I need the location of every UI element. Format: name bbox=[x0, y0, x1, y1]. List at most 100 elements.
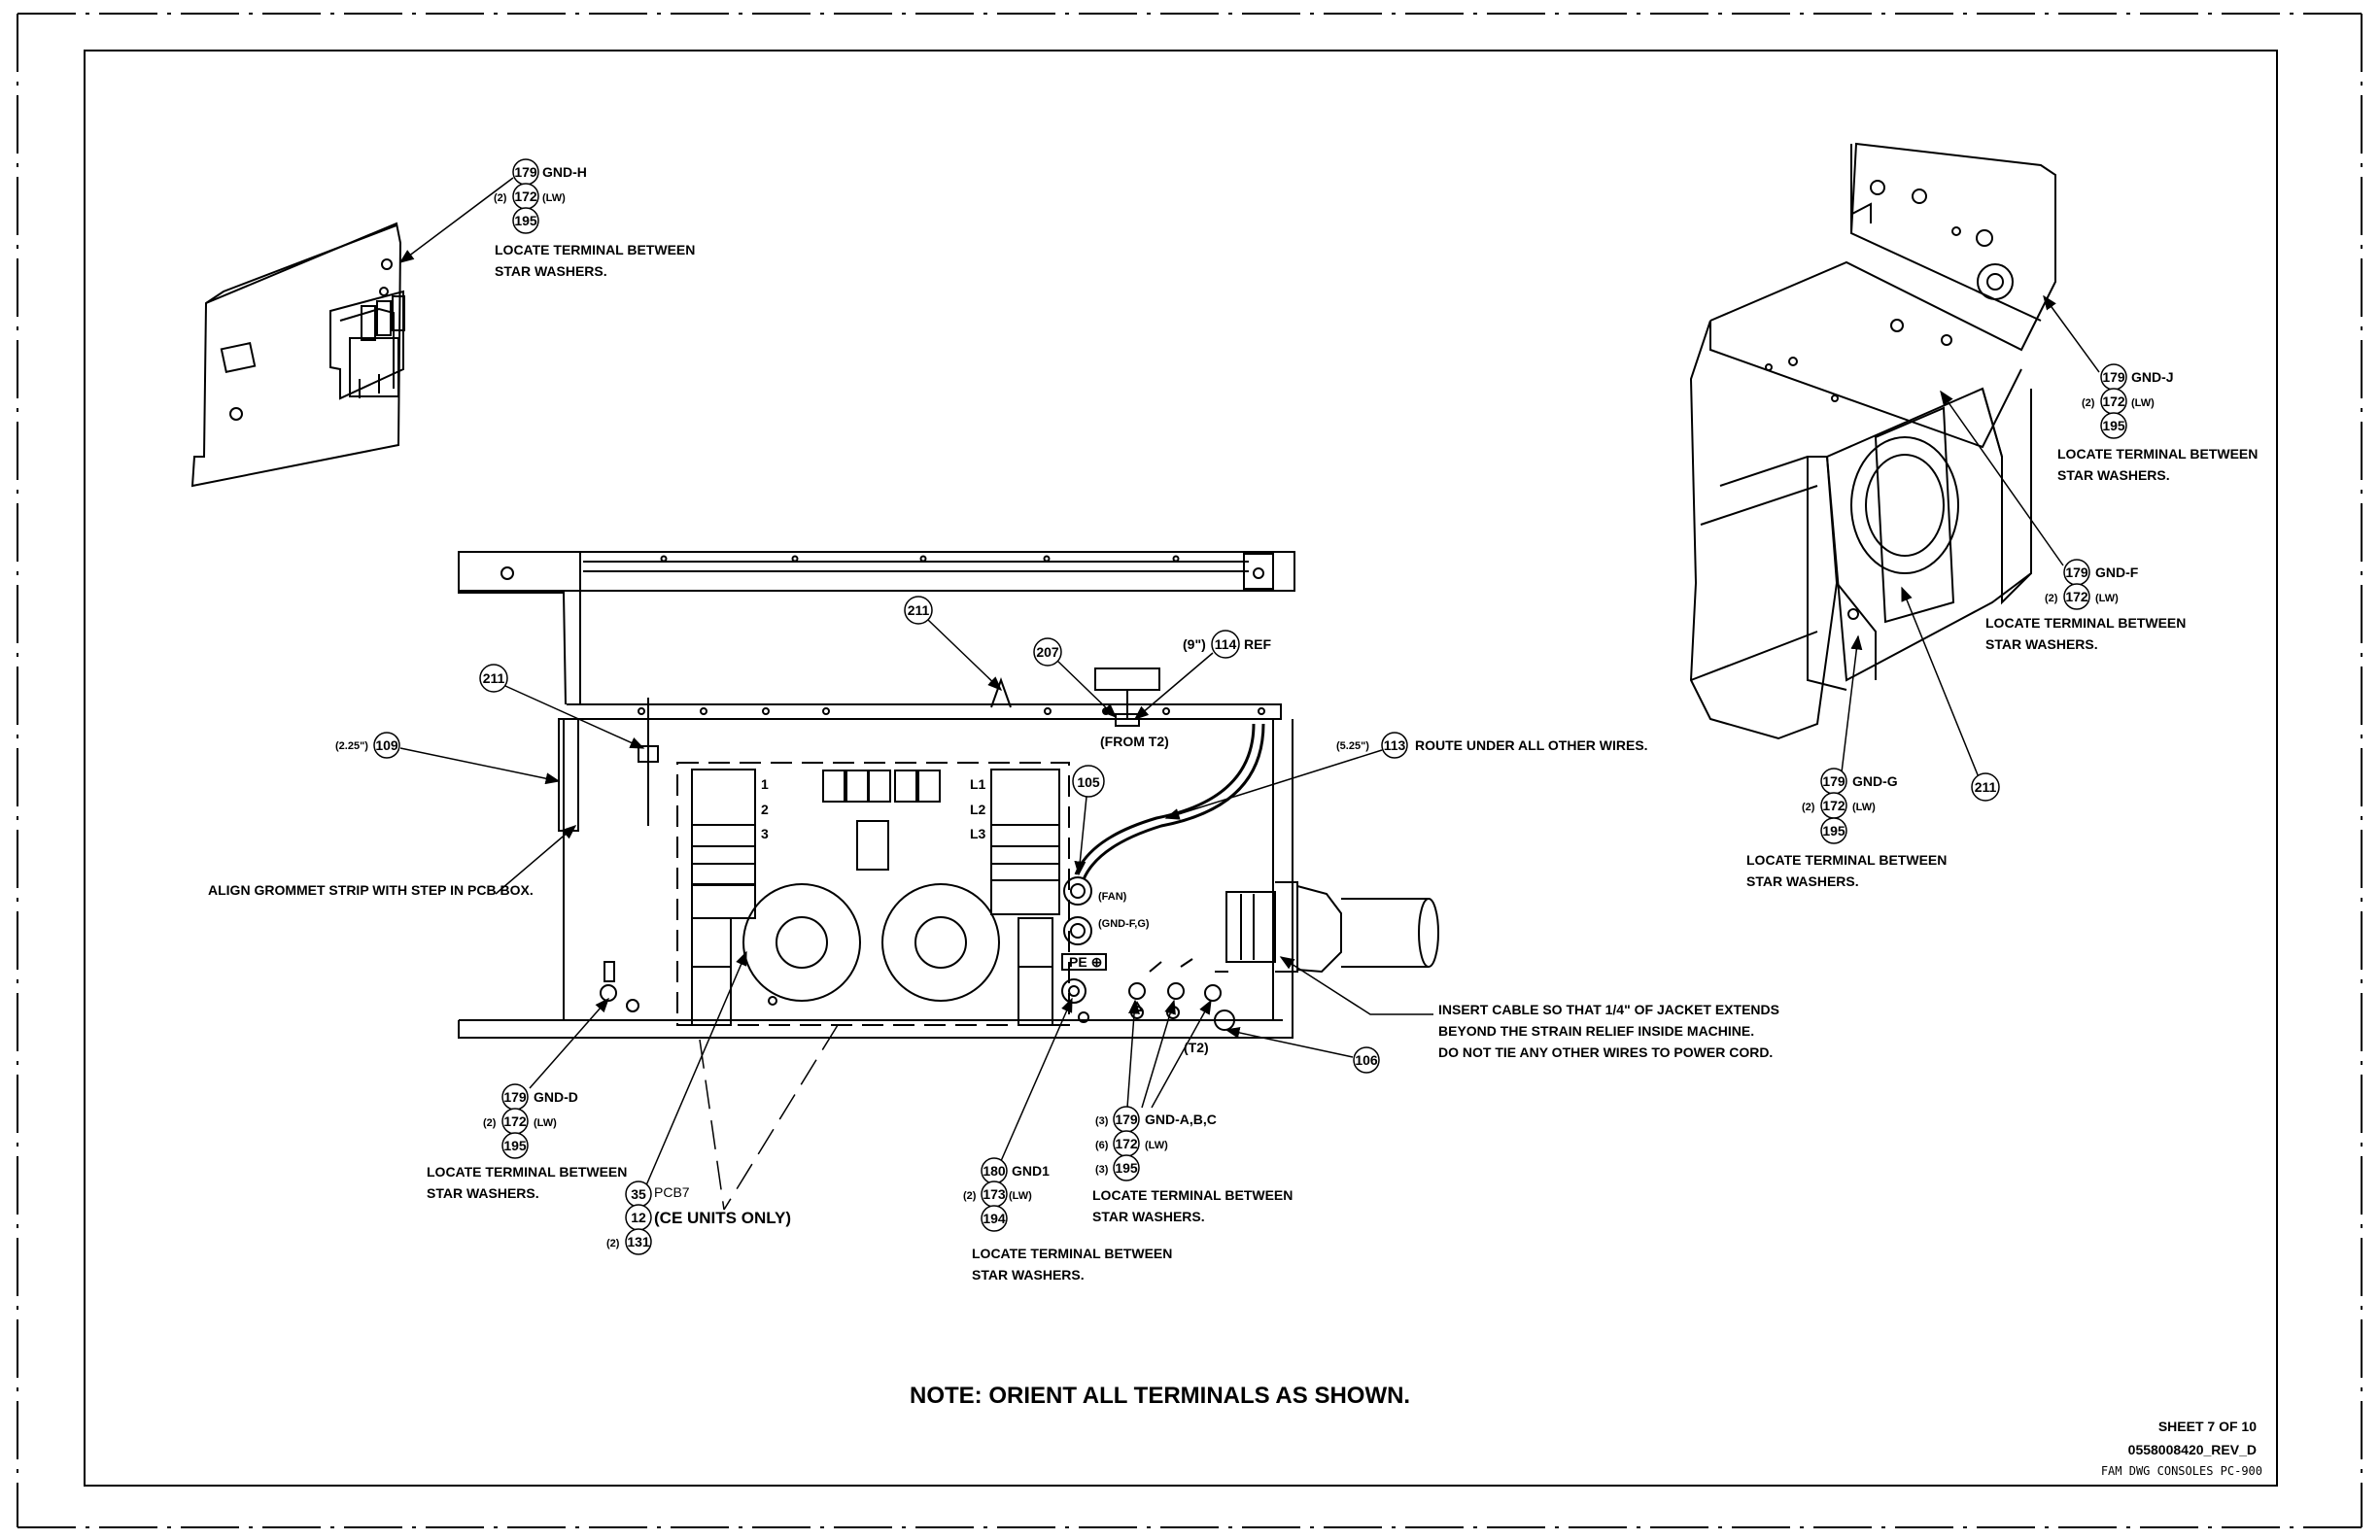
locate-text-2: STAR WASHERS. bbox=[427, 1185, 539, 1201]
locate-text-2: STAR WASHERS. bbox=[2057, 467, 2170, 483]
gnd-d-label: GND-D bbox=[534, 1089, 578, 1105]
gnd-abc-label: GND-A,B,C bbox=[1145, 1112, 1217, 1127]
balloon-180: 180 bbox=[983, 1163, 1006, 1179]
balloon-179: 179 bbox=[2102, 369, 2125, 385]
length-9-label: (9") bbox=[1183, 636, 1206, 652]
locate-text-2: STAR WASHERS. bbox=[972, 1267, 1085, 1283]
balloon-207: 207 bbox=[1036, 644, 1059, 660]
align-label: ALIGN GROMMET STRIP WITH STEP IN PCB BOX… bbox=[208, 882, 534, 898]
pcb-box-view bbox=[458, 551, 1439, 1211]
balloon-172: 172 bbox=[2065, 589, 2088, 604]
length-225-label: (2.25") bbox=[335, 740, 368, 752]
family-label: FAM DWG CONSOLES PC-900 bbox=[2101, 1464, 2262, 1478]
qty-label: (2) bbox=[1802, 802, 1815, 813]
locate-text-2: STAR WASHERS. bbox=[1746, 873, 1859, 889]
balloon-105: 105 bbox=[1077, 774, 1100, 790]
locate-text-1: LOCATE TERMINAL BETWEEN bbox=[972, 1246, 1172, 1261]
callout-109: (2.25") 109 bbox=[335, 732, 561, 785]
balloon-172: 172 bbox=[1115, 1136, 1138, 1151]
gnd-j-label: GND-J bbox=[2131, 369, 2174, 385]
qty-label: (2) bbox=[483, 1117, 497, 1129]
pcb-label-1: 1 bbox=[761, 776, 769, 792]
lw-label: (LW) bbox=[2095, 593, 2119, 604]
callout-gnd1: 180 GND1 (2) 173 (LW) 194 LOCATE TERMINA… bbox=[963, 997, 1172, 1283]
length-525-label: (5.25") bbox=[1336, 740, 1369, 752]
balloon-172: 172 bbox=[2102, 394, 2125, 409]
pcb-label-l3: L3 bbox=[970, 826, 986, 841]
route-label: ROUTE UNDER ALL OTHER WIRES. bbox=[1415, 737, 1648, 753]
balloon-179: 179 bbox=[1115, 1112, 1138, 1127]
callout-207: 207 bbox=[1033, 637, 1118, 719]
balloon-195: 195 bbox=[514, 213, 537, 228]
qty-label: (2) bbox=[963, 1190, 977, 1202]
pcb-label-l2: L2 bbox=[970, 802, 986, 817]
balloon-172: 172 bbox=[503, 1113, 527, 1129]
balloon-172: 172 bbox=[1822, 798, 1845, 813]
locate-text-2: STAR WASHERS. bbox=[1092, 1209, 1205, 1224]
callout-211-right: 211 bbox=[1901, 586, 2000, 802]
locate-text-2: STAR WASHERS. bbox=[1985, 636, 2098, 652]
gnd-label: GND-H bbox=[542, 164, 587, 180]
callout-106: 106 bbox=[1224, 1026, 1380, 1074]
orient-note: NOTE: ORIENT ALL TERMINALS AS SHOWN. bbox=[910, 1383, 1410, 1409]
qty-6-label: (6) bbox=[1095, 1140, 1109, 1151]
balloon-172: 172 bbox=[514, 188, 537, 204]
locate-text-1: LOCATE TERMINAL BETWEEN bbox=[427, 1164, 627, 1180]
balloon-131: 131 bbox=[627, 1234, 650, 1249]
balloon-179: 179 bbox=[514, 164, 537, 180]
gnd-fg-label: (GND-F,G) bbox=[1098, 918, 1150, 930]
locate-text-1: LOCATE TERMINAL BETWEEN bbox=[2057, 446, 2258, 462]
t2-label: (T2) bbox=[1184, 1040, 1209, 1055]
qty-3b-label: (3) bbox=[1095, 1164, 1109, 1176]
balloon-179: 179 bbox=[1822, 773, 1845, 789]
right-isometric-view bbox=[1689, 142, 2056, 740]
balloon-179: 179 bbox=[503, 1089, 527, 1105]
callout-105: 105 bbox=[1072, 765, 1105, 876]
locate-text-1: LOCATE TERMINAL BETWEEN bbox=[495, 242, 695, 257]
pcb7-label: PCB7 bbox=[654, 1184, 690, 1200]
gnd1-label: GND1 bbox=[1012, 1163, 1050, 1179]
callout-align-grommet: ALIGN GROMMET STRIP WITH STEP IN PCB BOX… bbox=[208, 825, 577, 898]
balloon-173: 173 bbox=[983, 1186, 1006, 1202]
qty-label: (2) bbox=[2045, 593, 2058, 604]
callout-211-top: 211 bbox=[904, 596, 1003, 692]
callout-insert-cable: INSERT CABLE SO THAT 1/4" OF JACKET EXTE… bbox=[1279, 956, 1779, 1060]
inner-border bbox=[84, 50, 2278, 1487]
callout-pcb7: 35 PCB7 12 (CE UNITS ONLY) (2) 131 bbox=[606, 950, 791, 1255]
balloon-195: 195 bbox=[2102, 418, 2125, 433]
lw-label: (LW) bbox=[542, 192, 566, 204]
contactor-panel-view bbox=[190, 222, 405, 488]
qty-label: (2) bbox=[606, 1238, 620, 1249]
pcb-label-l1: L1 bbox=[970, 776, 986, 792]
pcb-terminal-labels: 1 2 3 L1 L2 L3 (FAN) (GND-F,G) PE ⊕ (T2) bbox=[761, 776, 1209, 1055]
balloon-195: 195 bbox=[1115, 1160, 1138, 1176]
callout-gnd-abc: (3) 179 GND-A,B,C (6) 172 (LW) (3) 195 L… bbox=[1092, 999, 1293, 1224]
gnd-g-label: GND-G bbox=[1852, 773, 1898, 789]
balloon-195: 195 bbox=[1822, 823, 1845, 838]
lw-label: (LW) bbox=[2131, 397, 2155, 409]
gnd-f-label: GND-F bbox=[2095, 565, 2139, 580]
callout-gnd-j: 179 GND-J (2) 172 (LW) 195 LOCATE TERMIN… bbox=[2043, 294, 2258, 483]
qty-label: (2) bbox=[494, 192, 507, 204]
lw-label: (LW) bbox=[1145, 1140, 1168, 1151]
pcb-label-3: 3 bbox=[761, 826, 769, 841]
balloon-211: 211 bbox=[1975, 779, 1997, 795]
lw-label: (LW) bbox=[534, 1117, 557, 1129]
insert-line-3: DO NOT TIE ANY OTHER WIRES TO POWER CORD… bbox=[1438, 1044, 1773, 1060]
qty-3-label: (3) bbox=[1095, 1115, 1109, 1127]
drawing-number: 0558008420_REV_D bbox=[2128, 1442, 2257, 1457]
balloon-12: 12 bbox=[631, 1210, 646, 1225]
ref-label: REF bbox=[1244, 636, 1271, 652]
balloon-113: 113 bbox=[1384, 737, 1406, 753]
from-t2-label: (FROM T2) bbox=[1100, 734, 1169, 749]
insert-line-2: BEYOND THE STRAIN RELIEF INSIDE MACHINE. bbox=[1438, 1023, 1754, 1039]
insert-line-1: INSERT CABLE SO THAT 1/4" OF JACKET EXTE… bbox=[1438, 1002, 1779, 1017]
callout-211-left: 211 bbox=[479, 664, 645, 749]
outer-frame bbox=[17, 13, 2363, 1528]
lw-label: (LW) bbox=[1009, 1190, 1032, 1202]
sheet-number: SHEET 7 OF 10 bbox=[2158, 1419, 2257, 1434]
ce-units-label: (CE UNITS ONLY) bbox=[654, 1209, 791, 1227]
title-block: SHEET 7 OF 10 0558008420_REV_D FAM DWG C… bbox=[2101, 1419, 2262, 1478]
locate-text-1: LOCATE TERMINAL BETWEEN bbox=[1092, 1187, 1293, 1203]
lw-label: (LW) bbox=[1852, 802, 1876, 813]
